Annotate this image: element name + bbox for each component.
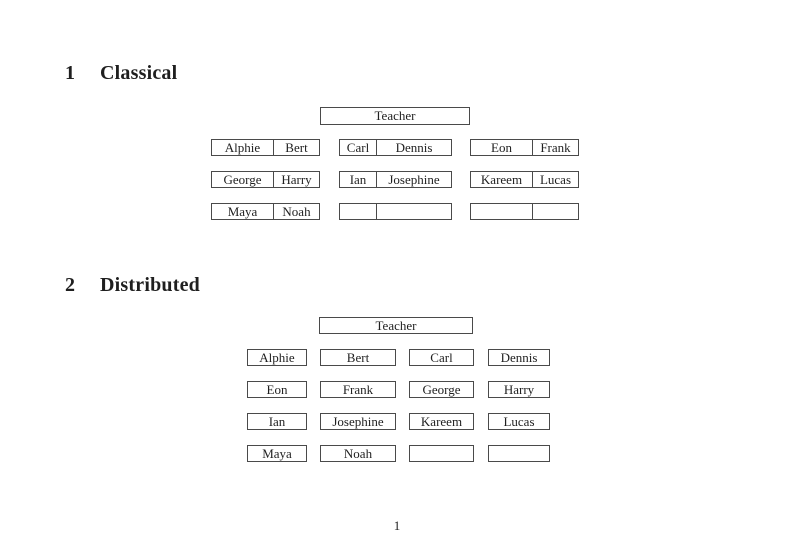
desk-seat-right: Lucas [532, 172, 578, 187]
seat-box [409, 445, 474, 462]
seat-box: Alphie [247, 349, 307, 366]
section-title: Classical [100, 62, 178, 84]
desk-seat-right: Frank [532, 140, 578, 155]
seat-box: Dennis [488, 349, 550, 366]
teacher-box: Teacher [319, 317, 473, 334]
desk-seat-right: Josephine [376, 172, 451, 187]
desk-seat-right: Harry [273, 172, 319, 187]
seat-box: Harry [488, 381, 550, 398]
seat-box: Noah [320, 445, 396, 462]
desk: George Harry [211, 171, 320, 188]
seat-box: Carl [409, 349, 474, 366]
desk-seat-left [340, 204, 376, 219]
desk-seat-right: Dennis [376, 140, 451, 155]
seat-box: Frank [320, 381, 396, 398]
desk: Carl Dennis [339, 139, 452, 156]
section-number: 1 [65, 62, 76, 84]
desk-seat-right [532, 204, 578, 219]
desk: Alphie Bert [211, 139, 320, 156]
desk-seat-left: Eon [491, 140, 512, 155]
seat-box: Bert [320, 349, 396, 366]
seat-box [488, 445, 550, 462]
desk: Ian Josephine [339, 171, 452, 188]
page-number: 1 [393, 518, 401, 533]
desk [339, 203, 452, 220]
desk-seat-right: Bert [273, 140, 319, 155]
teacher-box: Teacher [320, 107, 470, 125]
desk-seat-left: Carl [346, 140, 370, 155]
desk-seat-left [471, 204, 532, 219]
seat-box: Kareem [409, 413, 474, 430]
section-number: 2 [65, 274, 76, 296]
teacher-label: Teacher [374, 108, 416, 123]
teacher-label: Teacher [375, 317, 417, 333]
desk-seat-left: Ian [349, 172, 367, 187]
seat-box: Josephine [320, 413, 396, 430]
seat-box: Eon [247, 381, 307, 398]
desk-seat-left: Alphie [224, 140, 261, 155]
desk [470, 203, 579, 220]
desk-seat-left: George [223, 172, 262, 187]
desk: Maya Noah [211, 203, 320, 220]
desk: Eon Frank [470, 139, 579, 156]
seat-box: Lucas [488, 413, 550, 430]
desk-seat-right: Noah [273, 204, 319, 219]
section-heading-distributed: 2 Distributed [65, 274, 200, 296]
section-heading-classical: 1 Classical [65, 62, 177, 84]
seat-box: Maya [247, 445, 307, 462]
seat-box: George [409, 381, 474, 398]
desk: Kareem Lucas [470, 171, 579, 188]
desk-seat-left: Kareem [480, 172, 523, 187]
desk-seat-right [376, 204, 451, 219]
seat-box: Ian [247, 413, 307, 430]
desk-seat-left: Maya [227, 204, 258, 219]
section-title: Distributed [100, 274, 200, 296]
